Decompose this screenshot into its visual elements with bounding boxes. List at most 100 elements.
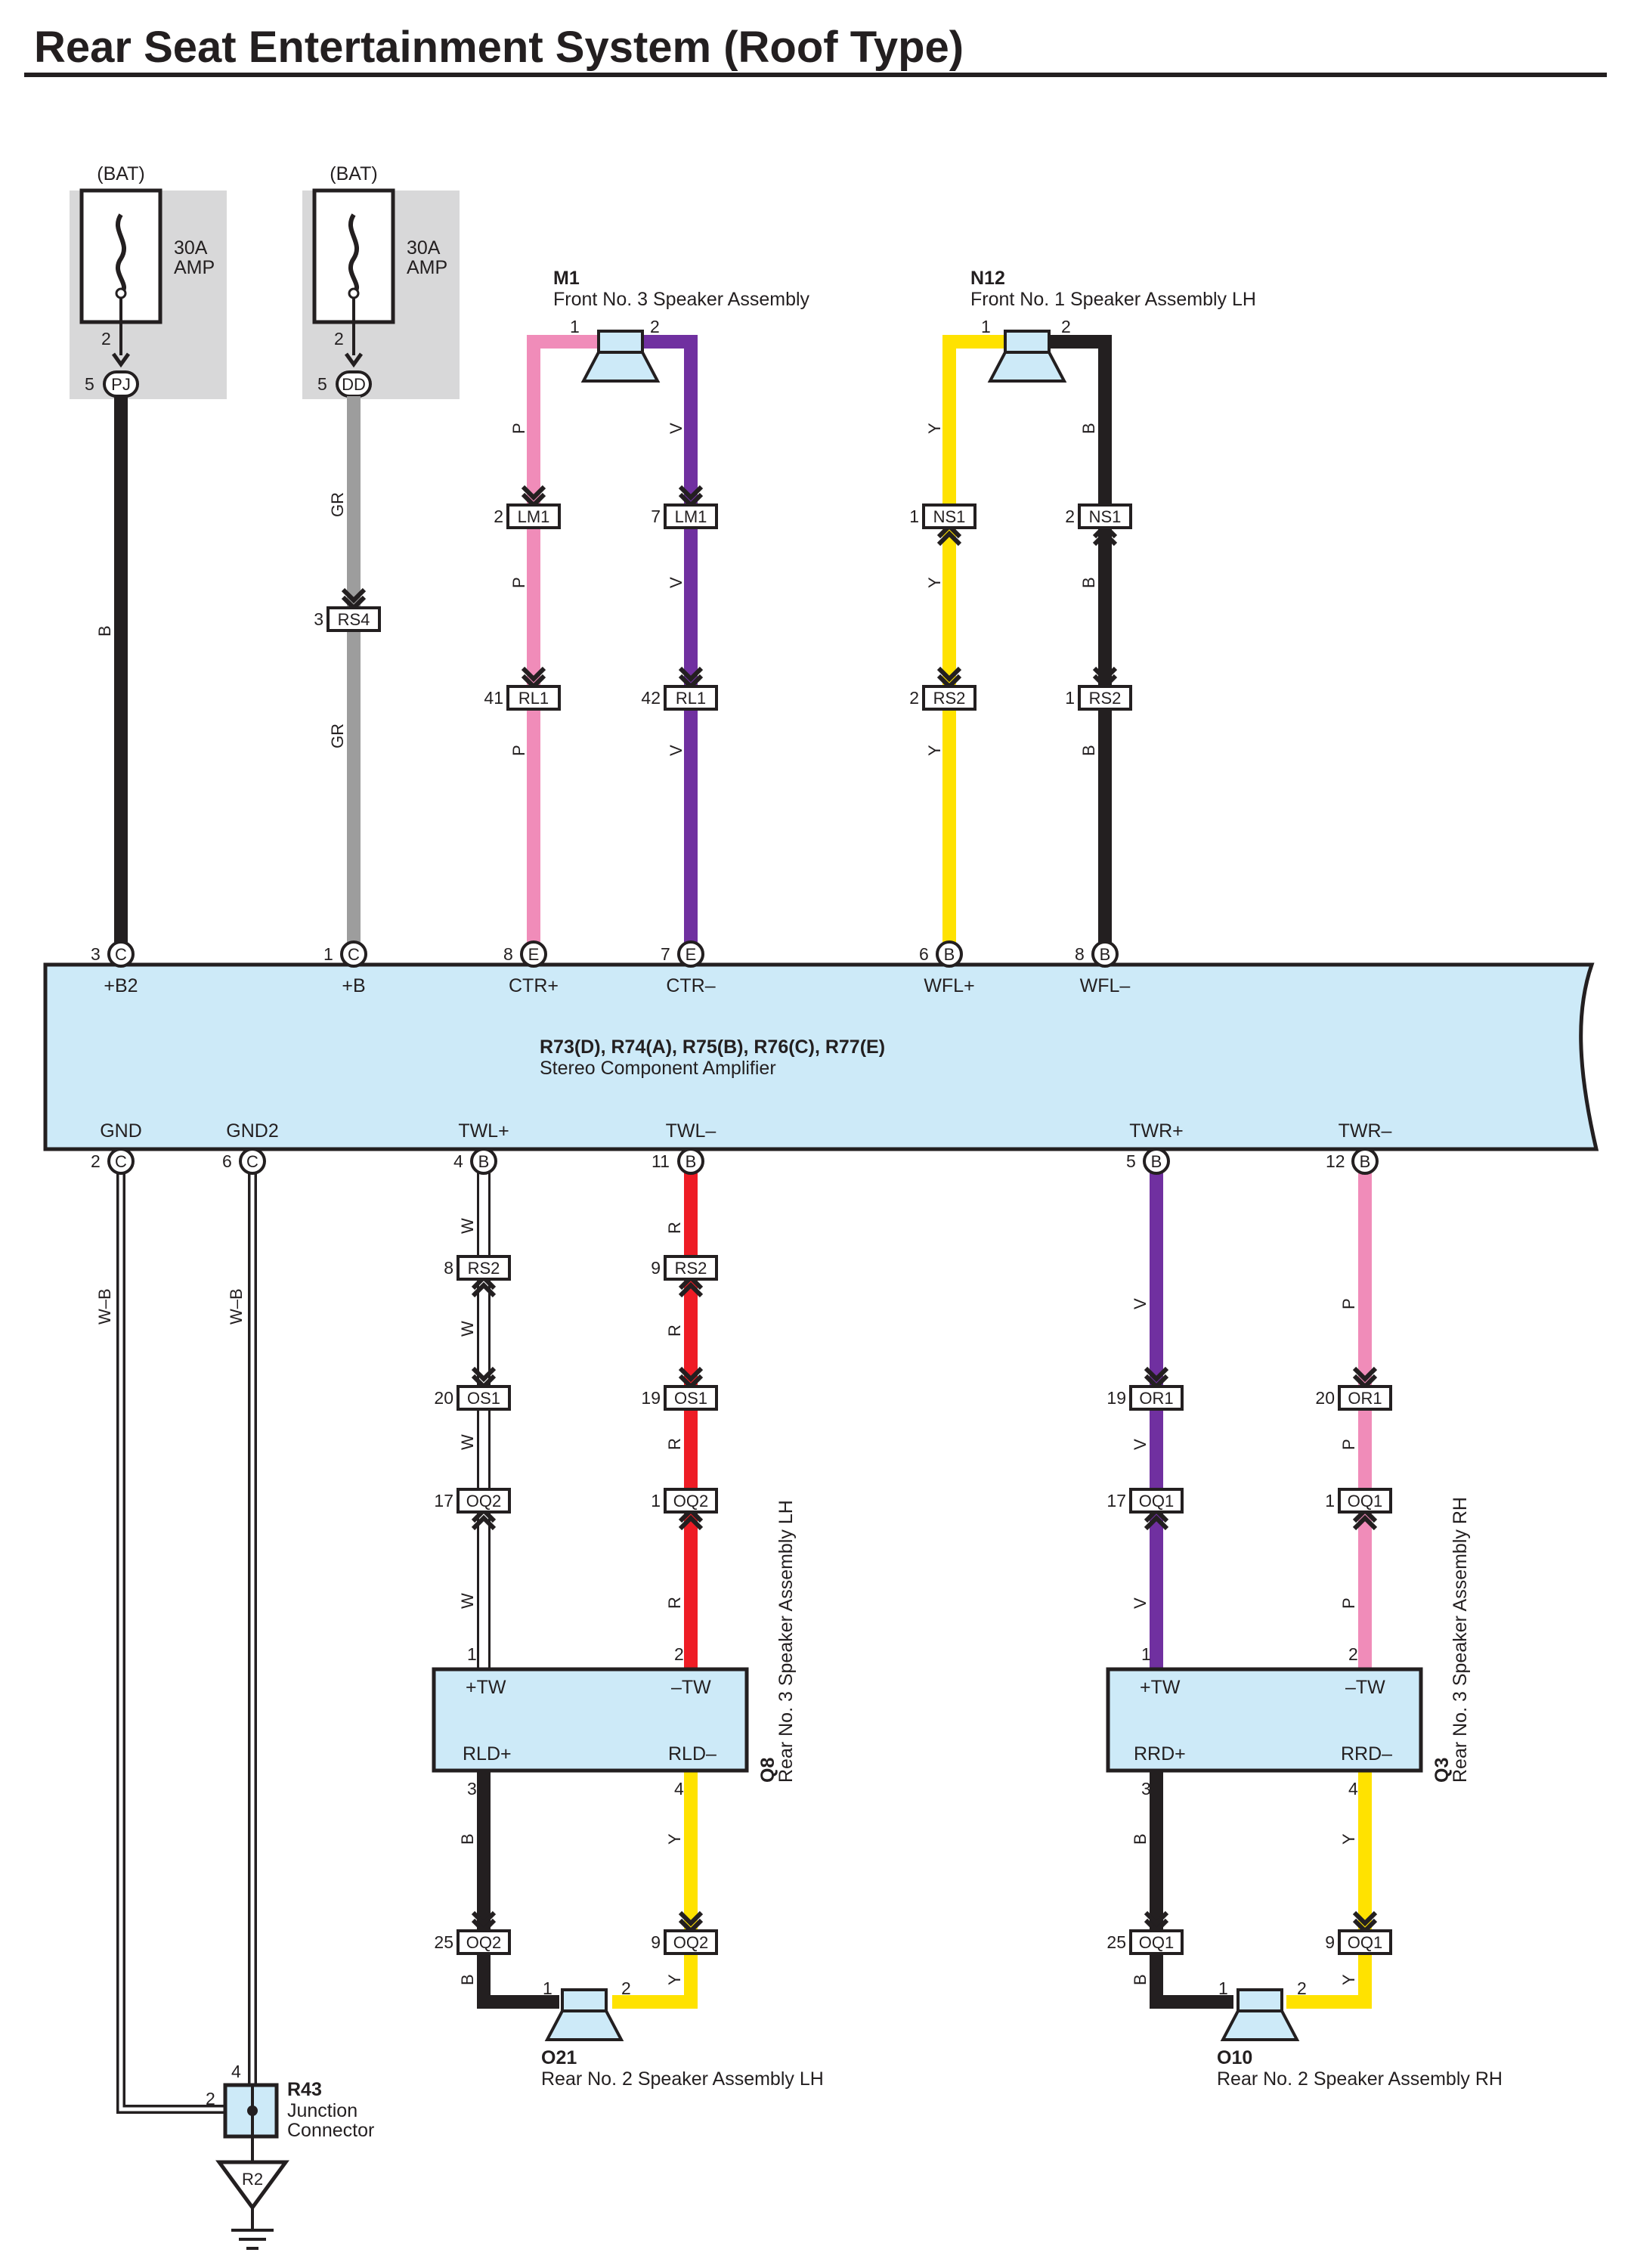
- wire-color-label: W–B: [95, 1288, 114, 1325]
- wires-top: [114, 335, 1112, 948]
- connector-code: OQ1: [1348, 1933, 1382, 1952]
- module-name: Rear No. 3 Speaker Assembly RH: [1450, 1497, 1471, 1783]
- fuse-connector: DD: [342, 375, 366, 394]
- terminal-label: RRD+: [1134, 1743, 1186, 1765]
- wire-color-labels-top: B GR GR P P P V V V Y Y Y B B B: [95, 423, 1098, 756]
- junction-name: Connector: [287, 2120, 374, 2141]
- inline-connector-rs2: RS2 9: [651, 1255, 718, 1298]
- connector-code: OS1: [674, 1389, 707, 1408]
- speaker-n12: N12 Front No. 1 Speaker Assembly LH 1 2: [970, 268, 1256, 383]
- amplifier-module: R73(D), R74(A), R75(B), R76(C), R77(E) S…: [43, 962, 1599, 1151]
- fuse-icon: [115, 213, 127, 296]
- inline-connector-oq2: OQ2 1: [651, 1488, 718, 1531]
- speaker-icon: [987, 351, 1067, 383]
- ground-code: R2: [242, 2170, 263, 2189]
- pin-label: 4: [674, 1779, 684, 1799]
- wire-color-label: P: [509, 423, 528, 434]
- fuse-conn-pin: 5: [85, 374, 94, 394]
- ground-r2: R2: [215, 2160, 289, 2250]
- wire-color-label: Y: [665, 1974, 684, 1985]
- wires-bottom: [116, 1161, 1372, 2114]
- pin-label: 2: [91, 1151, 101, 1171]
- wire-color-label: W: [458, 1434, 477, 1450]
- connector-letter: C: [246, 1152, 258, 1171]
- wire-y: [942, 335, 1013, 948]
- speaker-code: O10: [1217, 2047, 1252, 2068]
- connector-letter: B: [944, 945, 955, 964]
- wire-color-label: Y: [1339, 1974, 1358, 1985]
- connector-code: OQ2: [466, 1492, 501, 1510]
- speaker-code: N12: [970, 268, 1005, 289]
- page-title: Rear Seat Entertainment System (Roof Typ…: [34, 23, 964, 72]
- wire-color-label: P: [1339, 1439, 1358, 1450]
- speaker-code: M1: [553, 268, 580, 289]
- pin-label: 41: [484, 688, 503, 708]
- speaker-icon: [544, 2009, 624, 2041]
- fuse-pin: 2: [334, 329, 344, 349]
- fuse-dd: (BAT) 30A AMP 2 DD 5: [302, 163, 460, 399]
- pin-label: 1: [543, 1978, 552, 1998]
- connector-code: NS1: [1089, 507, 1122, 526]
- amplifier-top-pins: C 3 C 1 E 8 E 7 B 6 B 8: [91, 940, 1119, 968]
- pin-label: 12: [1326, 1151, 1345, 1171]
- pin-label: 9: [651, 1258, 661, 1278]
- connector-code: LM1: [518, 507, 550, 526]
- connector-code: OQ2: [673, 1492, 708, 1510]
- connector-code: OQ1: [1348, 1492, 1382, 1510]
- wire-b: [1150, 1768, 1233, 2009]
- speaker-name: Rear No. 2 Speaker Assembly LH: [541, 2068, 824, 2090]
- wire-b: [1040, 335, 1112, 948]
- pin-label: 1: [1065, 688, 1075, 708]
- wire-color-labels-bottom: W–B W–B W W W W R R R R V V V P P P B B …: [95, 1218, 1358, 1985]
- pin-label: 1: [909, 507, 919, 526]
- terminal-label: GND2: [226, 1120, 278, 1142]
- amplifier-bottom-pins: C 2 C 6 B 4 B 11 B 5 B 12: [91, 1148, 1379, 1175]
- terminal-label: WFL+: [924, 975, 974, 996]
- wire-p: [527, 335, 605, 948]
- connector-code: OQ2: [466, 1933, 501, 1952]
- terminal-label: CTR+: [509, 975, 559, 996]
- pin-label: 1: [323, 944, 333, 964]
- connector-code: OR1: [1139, 1389, 1173, 1408]
- wire-color-label: B: [1079, 577, 1098, 588]
- terminal-label: +B2: [104, 975, 138, 996]
- fuse-unit: AMP: [407, 257, 447, 278]
- fuse-icon: [348, 213, 360, 296]
- connector-code: RS2: [675, 1259, 707, 1278]
- pin-label: 2: [1348, 1644, 1358, 1664]
- fuse-rating: 30A: [407, 237, 441, 259]
- wire-y: [1286, 1768, 1372, 2009]
- pin-label: 4: [1348, 1779, 1358, 1799]
- connector-code: OR1: [1348, 1389, 1382, 1408]
- terminal-label: –TW: [1345, 1677, 1385, 1698]
- terminal-label: GND: [100, 1120, 142, 1142]
- wire-color-label: Y: [665, 1833, 684, 1845]
- wire-color-label: Y: [925, 423, 944, 434]
- pin-label: 1: [651, 1491, 661, 1510]
- junction-code: R43: [287, 2079, 322, 2100]
- wire-color-label: R: [665, 1597, 684, 1609]
- wire-color-label: V: [1131, 1298, 1150, 1309]
- wire-color-label: P: [1339, 1597, 1358, 1609]
- module-code: Q3: [1431, 1758, 1453, 1783]
- pin-label: 3: [467, 1779, 477, 1799]
- module-code: Q8: [757, 1758, 778, 1783]
- fuse-source: (BAT): [330, 163, 377, 184]
- terminal-label: RRD–: [1341, 1743, 1392, 1765]
- pin-label: 42: [641, 688, 661, 708]
- terminal-label: TWR–: [1339, 1120, 1392, 1142]
- wire-color-label: Y: [925, 745, 944, 756]
- pin-label: 8: [503, 944, 513, 964]
- wire-color-label: W: [458, 1593, 477, 1609]
- connector-code: RS2: [1089, 689, 1122, 708]
- speaker-name: Front No. 3 Speaker Assembly: [553, 289, 810, 310]
